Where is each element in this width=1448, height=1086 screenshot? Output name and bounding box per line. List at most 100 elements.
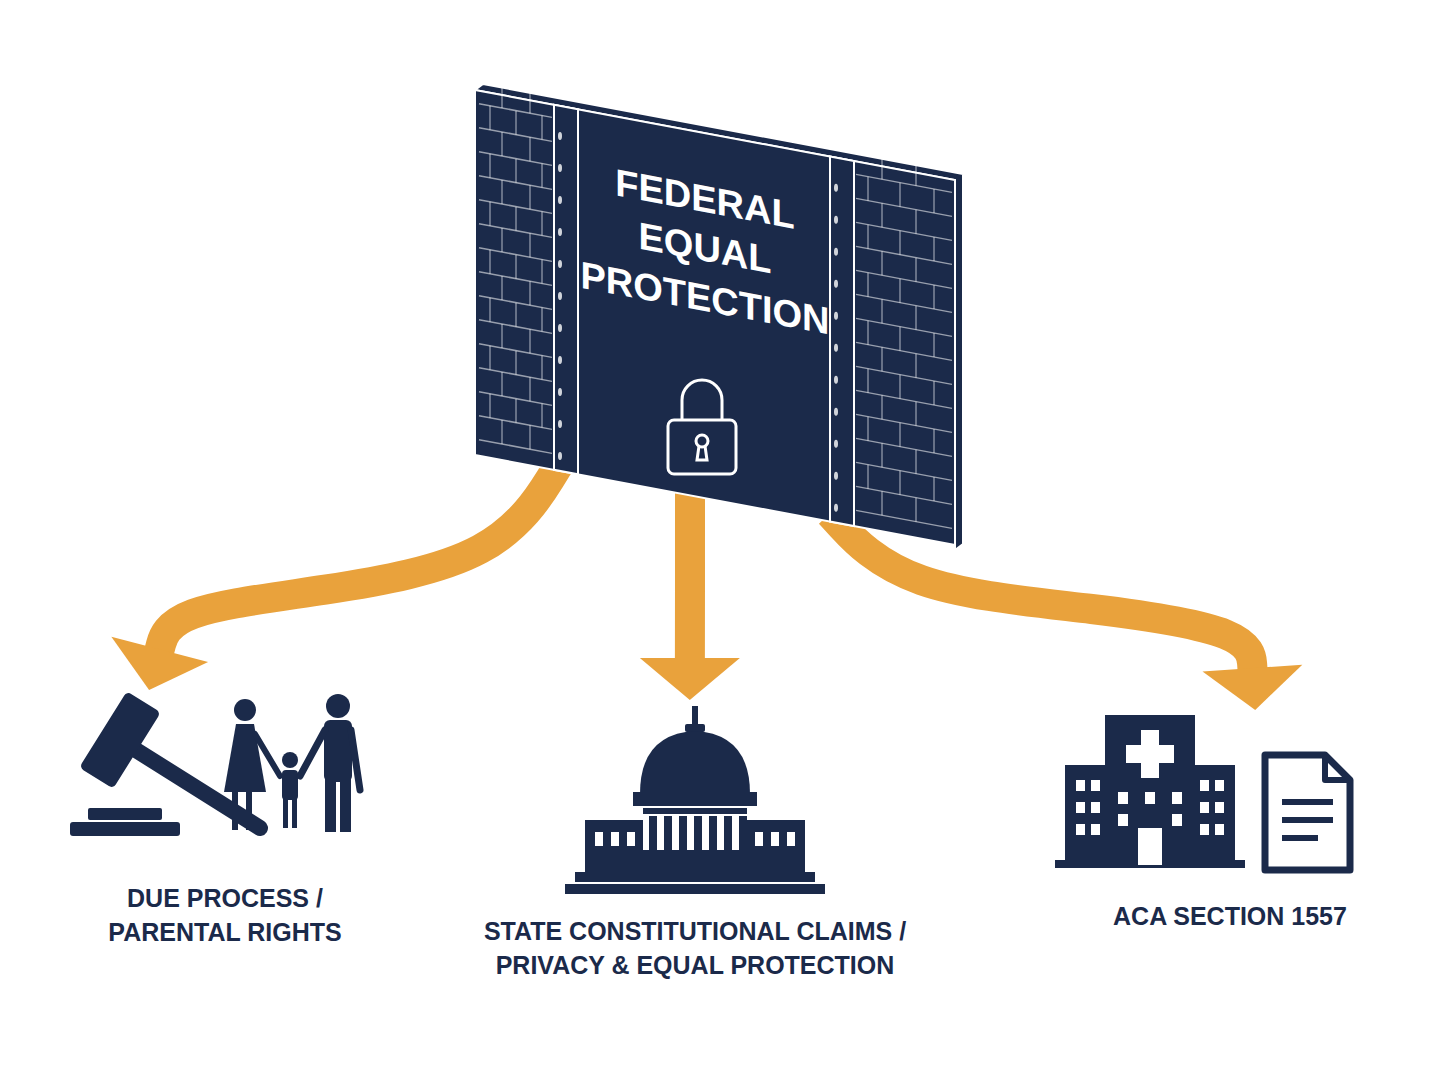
wall-drawing-part bbox=[915, 258, 917, 282]
wall-drawing-part bbox=[541, 356, 543, 380]
wall-drawing-part bbox=[489, 154, 491, 178]
arrow-band bbox=[159, 463, 560, 651]
hospital-icon-part-part bbox=[1118, 814, 1128, 826]
wall-drawing-part bbox=[899, 279, 901, 303]
family-icon bbox=[224, 694, 360, 832]
capitol-icon-part bbox=[724, 816, 732, 850]
wall-drawing-part bbox=[915, 402, 917, 426]
wall-drawing bbox=[475, 84, 963, 550]
document-icon-part bbox=[1265, 755, 1350, 870]
wall-drawing-part bbox=[834, 408, 838, 416]
capitol-icon-part bbox=[685, 724, 705, 732]
wall-drawing-part bbox=[867, 273, 869, 297]
wall-drawing-part bbox=[558, 260, 562, 268]
wall-drawing-part bbox=[867, 465, 869, 489]
topic-label-text: ACA SECTION 1557 bbox=[1050, 900, 1410, 934]
capitol-icon-part bbox=[694, 816, 702, 850]
padlock-icon-part bbox=[682, 380, 722, 420]
wall-drawing-part bbox=[558, 132, 562, 140]
hospital-icon-part-part bbox=[1172, 792, 1182, 804]
wall-drawing-part bbox=[541, 116, 543, 140]
wall-drawing-part bbox=[899, 327, 901, 351]
wall-drawing-part bbox=[933, 429, 935, 453]
document-icon-part bbox=[1282, 835, 1318, 841]
document-icon-part bbox=[1325, 755, 1350, 780]
hospital-icon-part-part bbox=[1118, 792, 1128, 804]
wall-drawing-part bbox=[899, 183, 901, 207]
hospital-icon-part-part bbox=[1215, 802, 1224, 813]
wall-drawing-part bbox=[899, 375, 901, 399]
wall-drawing-part bbox=[834, 376, 838, 384]
wall-drawing-part bbox=[515, 255, 517, 279]
hospital-icon-part-part bbox=[1091, 824, 1100, 835]
family-icon-part bbox=[234, 699, 256, 721]
wall-drawing-part bbox=[915, 354, 917, 378]
capitol-icon-part bbox=[640, 850, 750, 872]
wall-drawing-part bbox=[501, 372, 503, 396]
wall-drawing-part bbox=[834, 184, 838, 192]
padlock-icon bbox=[668, 380, 736, 474]
wall-drawing-part bbox=[489, 298, 491, 322]
capitol-icon bbox=[565, 706, 825, 894]
wall-drawing-part bbox=[933, 381, 935, 405]
wall-drawing-part bbox=[867, 369, 869, 393]
wall-drawing-part bbox=[501, 84, 503, 108]
wall-drawing-part bbox=[515, 207, 517, 231]
capitol-icon-part bbox=[565, 884, 825, 894]
capitol-icon-part-part bbox=[595, 832, 603, 846]
arrow-band bbox=[675, 487, 705, 660]
wall-drawing-part bbox=[933, 285, 935, 309]
wall-drawing-part bbox=[881, 443, 883, 467]
wall-drawing-part bbox=[881, 491, 883, 515]
wall-drawing-part bbox=[856, 390, 952, 408]
wall-drawing-part bbox=[489, 346, 491, 370]
capitol-icon-part bbox=[709, 816, 717, 850]
wall-drawing-part bbox=[915, 498, 917, 522]
wall-drawing-part bbox=[834, 504, 838, 512]
wall-drawing-part bbox=[529, 377, 531, 401]
wall-drawing-part bbox=[856, 174, 952, 192]
wall-drawing-part bbox=[529, 329, 531, 353]
hospital-icon-part-part bbox=[1215, 824, 1224, 835]
wall-drawing-part bbox=[856, 510, 952, 528]
wall-drawing-part bbox=[558, 388, 562, 396]
wall-drawing-part bbox=[541, 404, 543, 428]
wall-drawing-part bbox=[933, 237, 935, 261]
wall-drawing-part bbox=[856, 270, 952, 288]
family-icon-part bbox=[224, 724, 266, 792]
hospital-icon-part bbox=[1065, 765, 1109, 865]
capitol-icon-part-part bbox=[627, 832, 635, 846]
hospital-icon-part bbox=[1126, 745, 1174, 763]
wall-drawing-part bbox=[529, 233, 531, 257]
wall-drawing-part bbox=[881, 203, 883, 227]
wall-drawing-part bbox=[515, 111, 517, 135]
flow-arrow bbox=[830, 514, 1302, 710]
wall-drawing-part bbox=[915, 162, 917, 186]
family-icon-part bbox=[325, 778, 336, 832]
capitol-icon-part bbox=[643, 808, 747, 814]
hospital-icon-part bbox=[1105, 715, 1195, 865]
capitol-icon-part bbox=[633, 792, 757, 806]
gavel-icon-part bbox=[88, 808, 162, 820]
wall-drawing-part bbox=[834, 248, 838, 256]
capitol-icon-part-part bbox=[611, 832, 619, 846]
wall-drawing-part bbox=[867, 417, 869, 441]
hospital-icon-part bbox=[1076, 780, 1224, 865]
wall-drawing-part bbox=[881, 155, 883, 179]
flow-arrow bbox=[640, 487, 740, 700]
wall-drawing-part bbox=[856, 366, 952, 384]
wall-drawing-part bbox=[475, 84, 963, 550]
wall-drawing-part bbox=[834, 344, 838, 352]
hospital-icon-part-part bbox=[1091, 780, 1100, 791]
wall-block: FEDERAL EQUAL PROTECTION bbox=[470, 80, 965, 555]
wall-drawing-part bbox=[501, 324, 503, 348]
wall-drawing-part bbox=[541, 212, 543, 236]
family-icon-part bbox=[326, 694, 350, 718]
wall-drawing-part bbox=[856, 438, 952, 456]
hospital-icon-part-part bbox=[1200, 802, 1209, 813]
wall-drawing-part bbox=[558, 324, 562, 332]
wall-drawing-part bbox=[479, 440, 552, 454]
wall-drawing-part bbox=[558, 228, 562, 236]
wall-drawing-part bbox=[933, 333, 935, 357]
